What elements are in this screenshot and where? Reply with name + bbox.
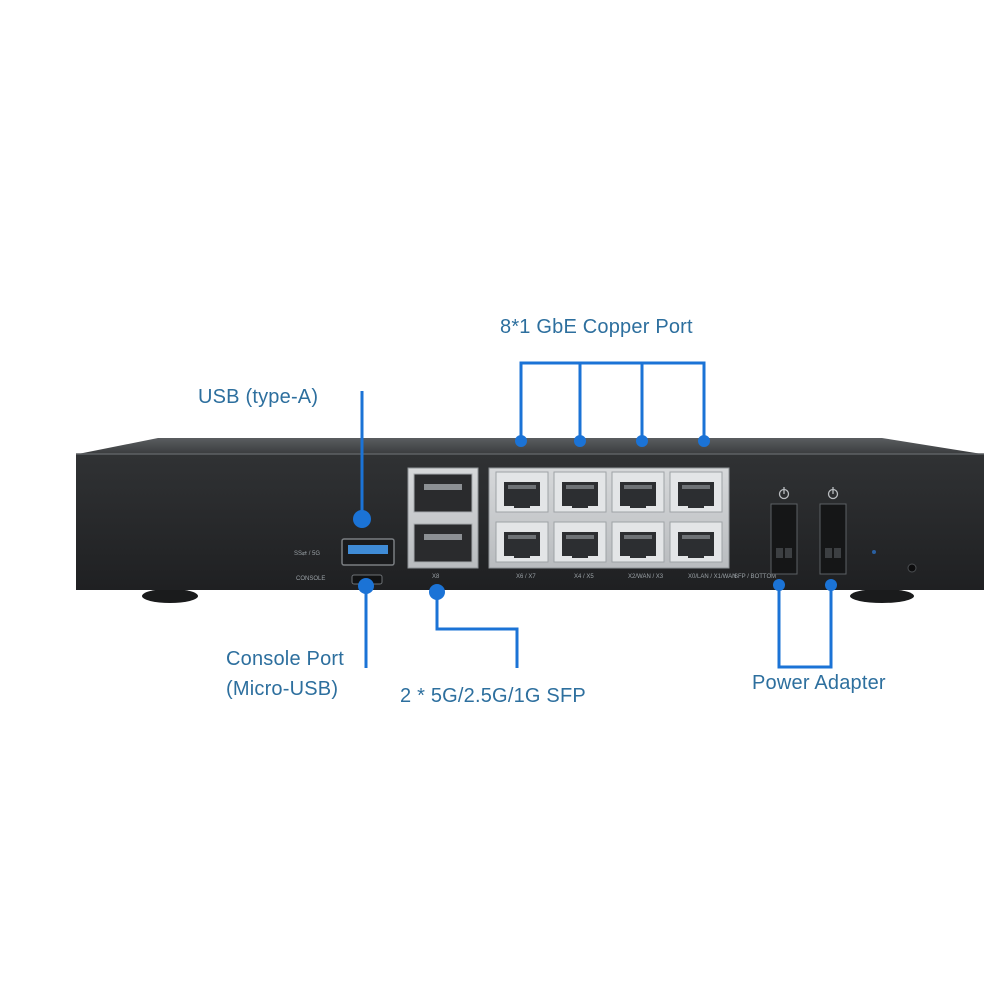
usb-callout: USB (type-A)	[198, 386, 319, 408]
power-dot-left	[773, 579, 785, 591]
power-bracket-line	[777, 586, 833, 669]
reset-pinhole[interactable]	[907, 563, 917, 573]
copper-dot-4	[698, 435, 710, 447]
sfp-cage	[407, 467, 479, 569]
copper-dot-3	[636, 435, 648, 447]
leader-dots	[353, 435, 837, 600]
rubber-foot-left	[142, 589, 198, 603]
copper-dot-1	[515, 435, 527, 447]
rj45-port-5[interactable]	[495, 521, 549, 563]
power-inlet-right[interactable]	[819, 503, 847, 575]
leader-lines	[360, 361, 833, 669]
console-callout-line1: Console Port	[226, 648, 345, 670]
rj45-port-2[interactable]	[553, 471, 607, 513]
sfp-dot	[429, 584, 445, 600]
port-col1-mark: X6 / X7	[516, 574, 536, 580]
copper-dot-2	[574, 435, 586, 447]
port-col2-mark: X4 / X5	[574, 574, 594, 580]
copper-port-callout: 8*1 GbE Copper Port	[500, 316, 693, 338]
rj45-port-1[interactable]	[495, 471, 549, 513]
sfp-mark: X8	[432, 574, 440, 580]
rj45-port-8[interactable]	[669, 521, 723, 563]
console-mark: CONSOLE	[296, 576, 325, 582]
sfp-slot-top[interactable]	[413, 473, 473, 513]
rubber-foot-right	[850, 589, 914, 603]
usb-dot	[353, 510, 371, 528]
chassis-top	[78, 438, 982, 454]
rj45-port-4[interactable]	[669, 471, 723, 513]
port-col3-mark: X2/WAN / X3	[628, 574, 664, 580]
sfp-side-mark: SFP / BOTTOM	[734, 574, 776, 580]
port-col4-mark: X0/LAN / X1/WAN	[688, 574, 736, 580]
usb-port[interactable]	[341, 538, 395, 566]
rj45-port-7[interactable]	[611, 521, 665, 563]
power-symbol-icon	[827, 487, 839, 500]
console-callout-line2: (Micro-USB)	[226, 678, 339, 700]
power-symbol-icon	[778, 487, 790, 500]
rj45-port-3[interactable]	[611, 471, 665, 513]
power-adapter-callout: Power Adapter	[752, 672, 886, 694]
rj45-port-group	[495, 471, 723, 563]
sfp-slot-bottom[interactable]	[413, 523, 473, 563]
power-dot-right	[825, 579, 837, 591]
status-led	[872, 550, 876, 554]
sfp-leader-line	[435, 592, 519, 668]
usb-mark: SS⇄ / 5G	[294, 550, 320, 557]
rj45-port-6[interactable]	[553, 521, 607, 563]
sfp-callout: 2 * 5G/2.5G/1G SFP	[400, 685, 586, 707]
console-dot	[358, 578, 374, 594]
copper-bracket-line	[519, 361, 706, 441]
power-inlet-left[interactable]	[770, 503, 798, 575]
